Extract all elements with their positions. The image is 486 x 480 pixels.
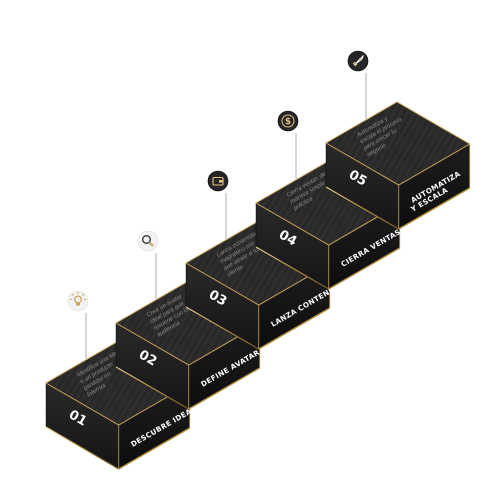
dollar-icon: $ bbox=[277, 110, 299, 132]
step-gold-edge bbox=[325, 186, 400, 230]
rocket-icon bbox=[347, 50, 369, 72]
step-gold-edge bbox=[188, 367, 261, 410]
step-gold-edge bbox=[398, 187, 471, 230]
svg-text:$: $ bbox=[285, 117, 291, 127]
step-gold-edge bbox=[328, 247, 401, 290]
step-gold-edge bbox=[185, 306, 260, 350]
step-gold-edge bbox=[45, 426, 120, 470]
step-gold-edge bbox=[115, 366, 190, 410]
lightbulb-icon bbox=[67, 290, 89, 312]
step-gold-edge bbox=[255, 246, 330, 290]
step-gold-edge bbox=[118, 427, 191, 470]
wallet-icon bbox=[207, 170, 229, 192]
step-gold-edge bbox=[258, 307, 331, 350]
magnifier-icon bbox=[137, 230, 159, 252]
